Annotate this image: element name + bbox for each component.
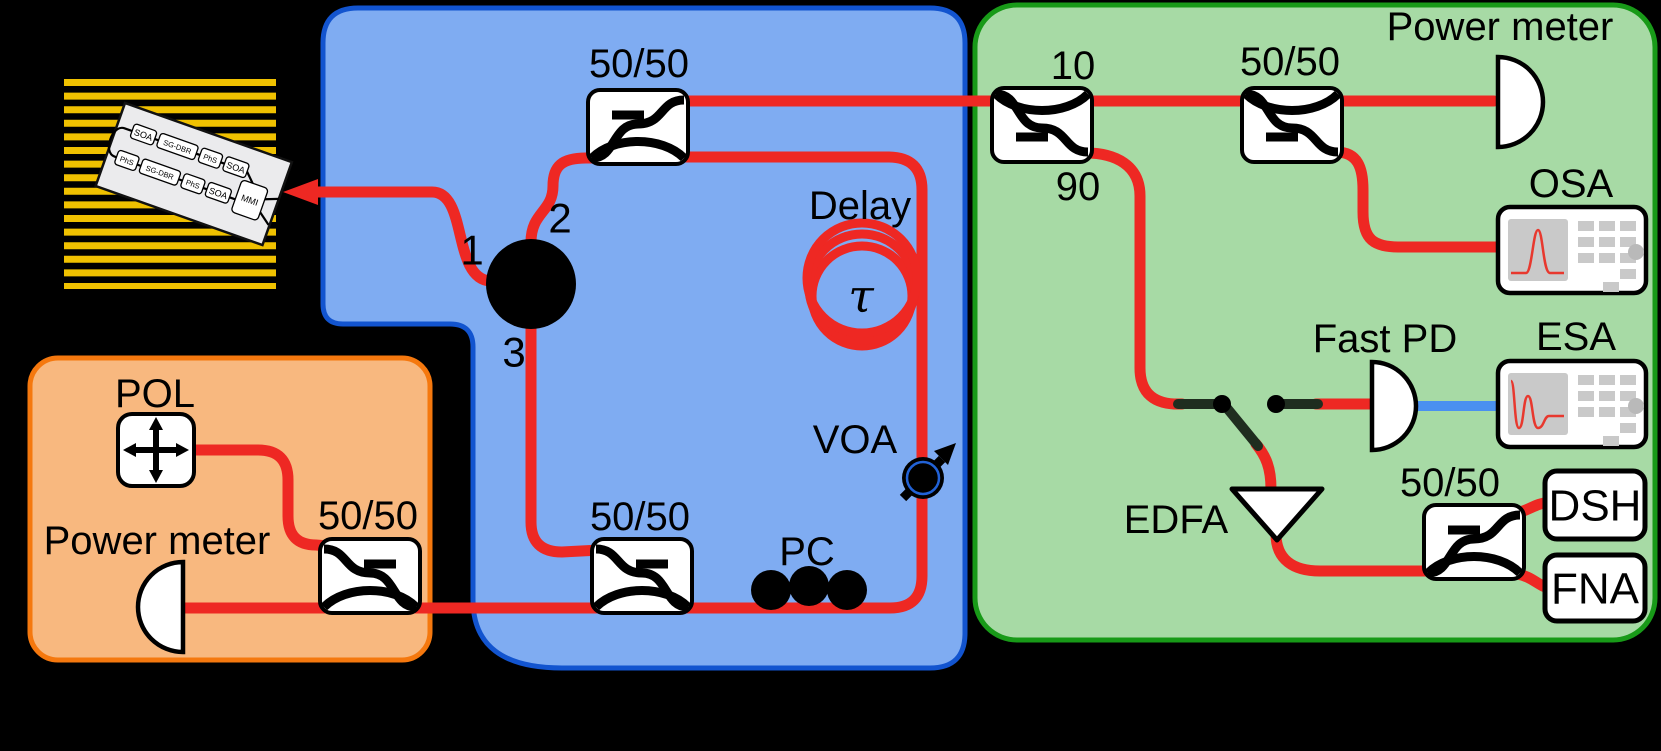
power-meter-icon-right	[1495, 54, 1546, 150]
fast-pd-icon	[1369, 359, 1419, 453]
coupler-blue-top-label: 50/50	[589, 42, 689, 86]
pc-icon	[751, 566, 867, 610]
osa-knob	[1628, 244, 1644, 260]
esa-trace	[1509, 379, 1564, 430]
osa-instrument	[1495, 204, 1649, 296]
coupler-blue-top	[588, 90, 688, 164]
chip-top-row: SOA SG-DBR PhS SOA	[129, 123, 250, 179]
edfa-icon	[1229, 486, 1325, 543]
fiber-circulator-port3	[525, 320, 606, 558]
coupler-blue-bottom-label: 50/50	[590, 495, 690, 539]
chip-bottom-row: PhS SG-DBR PhS SOA	[114, 149, 233, 204]
pc-label: PC	[779, 530, 835, 574]
voa-label: VOA	[813, 418, 898, 462]
coupler-green-top-label: 50/50	[1240, 40, 1340, 84]
fiber-chip-to-circulator	[306, 186, 496, 287]
dsh-box	[1542, 468, 1648, 542]
osa-trace	[1511, 228, 1564, 275]
fiber-pol-to-coupler	[188, 444, 334, 552]
edfa-label: EDFA	[1124, 498, 1229, 542]
circulator	[486, 239, 576, 329]
switch-contact-left	[1213, 395, 1231, 413]
circulator-port3-label: 3	[502, 329, 525, 376]
chip-block-label: PhS	[202, 152, 218, 165]
chip-block-label: PhS	[185, 178, 201, 191]
laser-chip: SOA SG-DBR PhS SOA PhS SG-DBR PhS SOA MM…	[94, 101, 294, 247]
chip-mmi-block	[231, 179, 269, 221]
coupler-green-bottom-label: 50/50	[1400, 461, 1500, 505]
optical-switch	[1173, 395, 1323, 451]
coupler-orange-label: 50/50	[318, 494, 418, 538]
dsh-label: DSH	[1549, 482, 1642, 531]
power-meter-left-label: Power meter	[44, 519, 271, 563]
coupler-blue-bottom	[592, 539, 692, 613]
tap-10-label: 10	[1051, 44, 1096, 88]
power-meter-icon-left	[135, 559, 186, 655]
coupler-orange	[320, 539, 420, 613]
coupler-green-bottom	[1424, 505, 1524, 579]
delay-coil	[802, 218, 922, 351]
circulator-port1-label: 1	[460, 227, 483, 274]
fiber-circulator-port2	[525, 152, 602, 248]
fiber-delay-loop-and-bottom	[174, 151, 928, 614]
esa-instrument	[1495, 358, 1649, 450]
coupler-green-top	[1242, 88, 1342, 162]
pol-label: POL	[115, 372, 195, 416]
fiber-to-osa	[1330, 146, 1508, 253]
chip-block-label: PhS	[119, 154, 135, 167]
fna-box	[1542, 552, 1648, 624]
circulator-port2-label: 2	[548, 195, 571, 242]
fast-pd-label: Fast PD	[1313, 317, 1457, 361]
delay-tau-symbol: τ	[848, 269, 875, 323]
voa-icon	[899, 443, 956, 502]
osa-screen	[1508, 219, 1568, 281]
tap-90-label: 90	[1056, 165, 1101, 209]
esa-knob	[1628, 398, 1644, 414]
power-meter-right-label: Power meter	[1387, 5, 1614, 49]
delay-label: Delay	[809, 184, 911, 228]
fna-label: FNA	[1551, 565, 1640, 614]
region-green-analysis	[972, 2, 1658, 643]
pol-icon	[116, 412, 196, 488]
osa-label: OSA	[1529, 162, 1614, 206]
coupler-10-90-tap	[992, 88, 1092, 162]
esa-label: ESA	[1536, 315, 1616, 359]
fiber-arrowhead	[283, 179, 318, 205]
fiber-90-percent-arm	[1080, 147, 1188, 410]
switch-contact-right	[1267, 395, 1285, 413]
